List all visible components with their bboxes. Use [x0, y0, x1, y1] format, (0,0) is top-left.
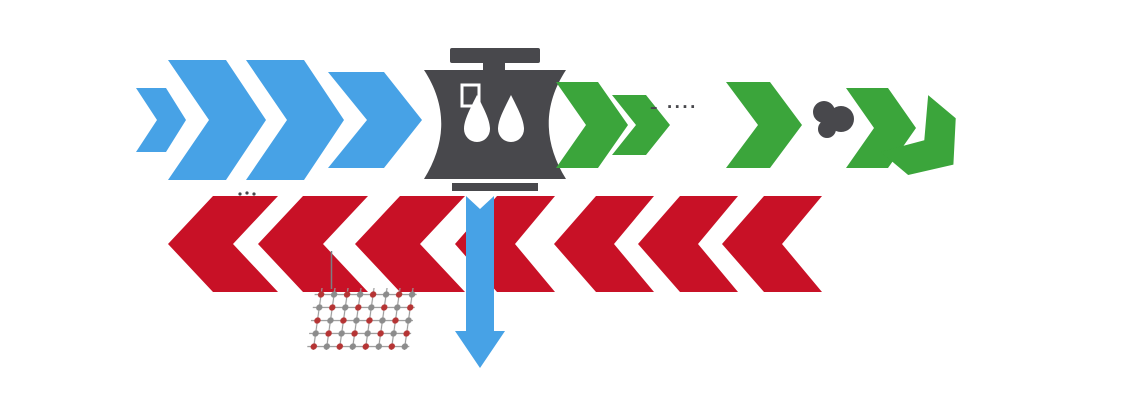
green-arrow-5-down [880, 95, 956, 175]
red-arrow-6 [258, 196, 368, 292]
red-arrow-7 [168, 196, 278, 292]
furnace-knob [483, 61, 505, 72]
green-arrow-2 [612, 95, 670, 155]
red-arrow-3 [554, 196, 654, 292]
flame-icon [498, 95, 524, 142]
green-arrow-3 [726, 82, 802, 168]
red-arrow-1 [722, 196, 822, 292]
ellipsis-mark: – ···· [650, 98, 698, 116]
blue-arrow-3 [246, 60, 344, 180]
blue-arrow-2 [168, 60, 266, 180]
red-arrow-5 [355, 196, 465, 292]
lattice-grid [306, 288, 418, 350]
furnace-body [424, 70, 566, 179]
crystal-lattice-icon [306, 288, 418, 350]
red-return-arrows [168, 196, 822, 292]
green-arrow-1 [556, 82, 628, 168]
furnace-lid [450, 48, 540, 63]
tick-dots [238, 191, 256, 196]
gauge-window-icon [460, 83, 481, 108]
blue-process-arrows [136, 60, 422, 180]
red-arrow-2 [638, 196, 738, 292]
tick-dot [245, 191, 249, 195]
tick-dot [252, 192, 256, 196]
furnace-icon [424, 48, 566, 191]
blue-arrow-4 [328, 72, 422, 168]
down-arrow-icon [455, 196, 505, 368]
sample-blob-icon [813, 101, 854, 138]
furnace-base [452, 183, 538, 191]
green-process-arrows [556, 82, 956, 175]
tick-dot [238, 192, 242, 196]
blue-arrow-1 [136, 88, 186, 152]
sample-blob-part [818, 120, 836, 138]
flame-icon [464, 95, 490, 142]
